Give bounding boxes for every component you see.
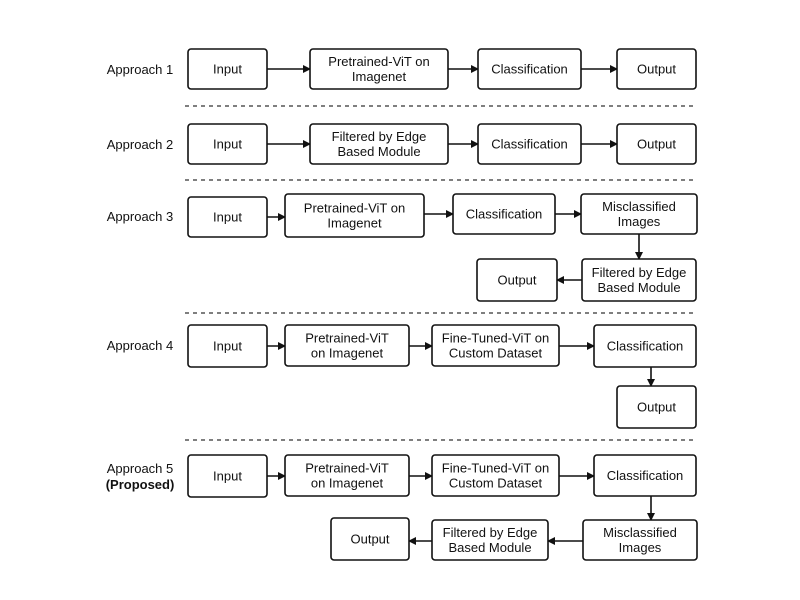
- node-classification: Classification: [477, 123, 582, 165]
- node-label: Classification: [466, 207, 543, 222]
- node-label: Output: [637, 62, 676, 77]
- node-label: Classification: [491, 62, 568, 77]
- node-box: [187, 196, 268, 238]
- node-classification: Classification: [452, 193, 556, 235]
- approach-4-label: Approach 4: [107, 338, 174, 353]
- node-box: [580, 193, 698, 235]
- node-label: Input: [213, 62, 242, 77]
- node-box: [452, 193, 556, 235]
- node-box: [616, 385, 697, 429]
- node-box: [581, 258, 697, 302]
- node-input: Input: [187, 454, 268, 498]
- node-input: Input: [187, 48, 268, 90]
- approach-2-label: Approach 2: [107, 137, 174, 152]
- node-label: Classification: [607, 339, 684, 354]
- node-label: Input: [213, 137, 242, 152]
- node-input: Input: [187, 324, 268, 368]
- node-box: [187, 48, 268, 90]
- node-box: [593, 454, 697, 497]
- node-box: [284, 454, 410, 497]
- node-input: Input: [187, 123, 268, 165]
- node-output: Output: [616, 123, 697, 165]
- node-label: Input: [213, 469, 242, 484]
- node-box: [431, 454, 560, 497]
- node-box: [284, 324, 410, 367]
- node-box: [616, 123, 697, 165]
- approach-1-label: Approach 1: [107, 62, 174, 77]
- node-label: Input: [213, 339, 242, 354]
- node-output: Output: [616, 48, 697, 90]
- node-classification: Classification: [593, 324, 697, 368]
- node-box: [187, 454, 268, 498]
- approach-5-label: Approach 5: [107, 461, 174, 476]
- approach-5-label-note: (Proposed): [106, 477, 175, 492]
- node-box: [431, 519, 549, 561]
- node-label: Input: [213, 210, 242, 225]
- node-box: [309, 48, 449, 90]
- node-output: Output: [476, 258, 558, 302]
- node-output: Output: [616, 385, 697, 429]
- node-label: Output: [350, 532, 389, 547]
- node-box: [187, 123, 268, 165]
- node-label: Classification: [491, 137, 568, 152]
- node-box: [330, 517, 410, 561]
- node-box: [284, 193, 425, 238]
- node-box: [309, 123, 449, 165]
- node-box: [477, 123, 582, 165]
- node-box: [476, 258, 558, 302]
- node-output: Output: [330, 517, 410, 561]
- node-box: [431, 324, 560, 367]
- node-label: Output: [637, 400, 676, 415]
- node-box: [477, 48, 582, 90]
- node-label: Classification: [607, 468, 684, 483]
- node-label: Output: [497, 273, 536, 288]
- node-box: [187, 324, 268, 368]
- node-box: [593, 324, 697, 368]
- node-box: [582, 519, 698, 561]
- node-input: Input: [187, 196, 268, 238]
- node-classification: Classification: [593, 454, 697, 497]
- node-box: [616, 48, 697, 90]
- node-label: Output: [637, 137, 676, 152]
- node-classification: Classification: [477, 48, 582, 90]
- approach-3-label: Approach 3: [107, 209, 174, 224]
